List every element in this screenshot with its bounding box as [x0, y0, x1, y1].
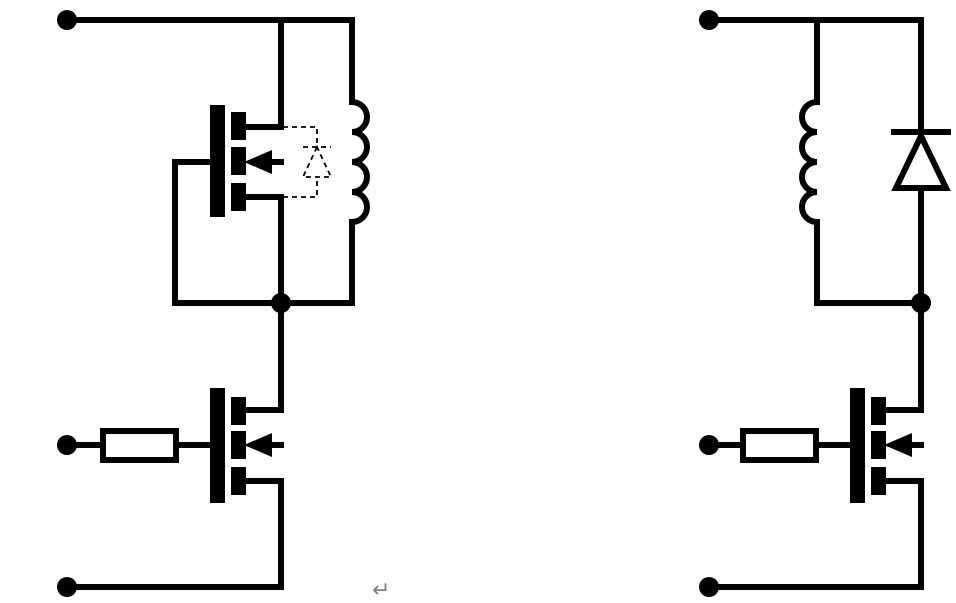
right-circuit	[699, 10, 951, 597]
diode-triangle	[891, 129, 951, 191]
body-arrow	[244, 150, 272, 174]
channel-segment-middle	[231, 431, 246, 459]
low-side-mosfet-left	[210, 388, 272, 503]
wire-low-side-drain	[243, 300, 284, 413]
inductor-coil-right	[799, 98, 821, 226]
body-diode-triangle	[301, 144, 333, 178]
left-circuit	[57, 10, 370, 597]
channel-segment-bottom	[231, 183, 246, 211]
high-side-mosfet	[210, 105, 272, 217]
channel-segment-bottom	[231, 467, 246, 495]
wire-inductor-bottom-lead-right	[814, 219, 924, 306]
gate-plate	[210, 105, 225, 217]
paragraph-mark: ↵	[372, 578, 390, 603]
channel-segment-bottom	[871, 467, 886, 495]
wire-low-side-drain-right	[883, 300, 924, 413]
channel-segment-middle	[231, 147, 246, 175]
body-arrow	[884, 433, 912, 457]
wire-high-side-source	[243, 194, 284, 303]
wire-inductor-bottom-lead	[278, 220, 355, 306]
low-side-mosfet-right	[850, 388, 912, 503]
gate-resistor-right	[740, 428, 819, 463]
body-diode	[283, 126, 333, 198]
wire-low-side-source-right	[706, 478, 924, 590]
body-diode-lead-bottom	[283, 177, 318, 198]
gate-resistor-left	[100, 428, 179, 463]
gate-plate	[850, 388, 865, 503]
wire-high-side-drain	[243, 17, 284, 130]
channel-segment-top	[231, 397, 246, 425]
wire-high-side-gate-loop	[172, 159, 284, 306]
body-arrow	[244, 433, 272, 457]
channel-segment-top	[231, 112, 246, 140]
wire-low-side-source	[64, 478, 284, 590]
channel-segment-middle	[871, 431, 886, 459]
channel-segment-top	[871, 397, 886, 425]
flyback-diode	[891, 129, 951, 191]
gate-plate	[210, 388, 225, 503]
inductor-coil-left	[348, 98, 370, 226]
body-diode-lead-top	[283, 126, 318, 147]
